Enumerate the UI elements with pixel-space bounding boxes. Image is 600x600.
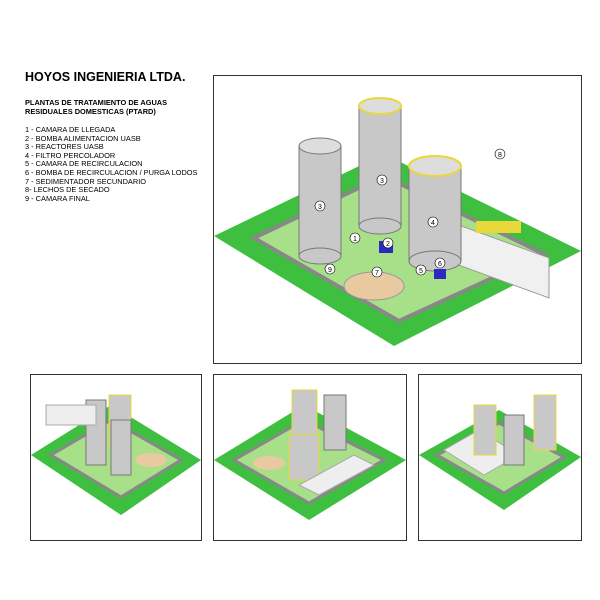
label-9: 9 [324, 263, 336, 275]
legend-item: 8- LECHOS DE SECADO [25, 185, 110, 195]
main-3d-view: 1 2 3 3 4 5 6 7 8 9 [213, 75, 582, 364]
svg-text:1: 1 [353, 236, 357, 243]
label-5: 5 [415, 264, 427, 276]
subtitle-line-2: RESIDUALES DOMESTICAS (PTARD) [25, 107, 156, 116]
view-thumbnail-1 [30, 374, 202, 541]
svg-text:9: 9 [328, 267, 332, 274]
plant-rendering-main: 1 2 3 3 4 5 6 7 8 9 [214, 97, 581, 346]
legend-item: 2 - BOMBA ALIMENTACION UASB [25, 133, 141, 143]
legend-item: 9 - CAMARA FINAL [25, 193, 90, 203]
label-6: 6 [434, 257, 446, 269]
view-thumbnail-2 [213, 374, 407, 541]
legend-item: 5 - CAMARA DE RECIRCULACION [25, 159, 143, 169]
svg-text:3: 3 [380, 178, 384, 185]
legend-item: 1 - CAMARA DE LLEGADA [25, 125, 116, 134]
svg-text:6: 6 [438, 261, 442, 268]
legend-item: 4 - FILTRO PERCOLADOR [25, 150, 116, 160]
component-legend: 1 - CAMARA DE LLEGADA 2 - BOMBA ALIMENTA… [25, 125, 198, 203]
label-3b: 3 [376, 174, 388, 186]
svg-text:3: 3 [318, 204, 322, 211]
label-4: 4 [427, 216, 439, 228]
drying-bed [476, 221, 521, 233]
pump-6 [434, 269, 446, 279]
percolator-filter [408, 155, 462, 272]
label-3: 3 [314, 200, 326, 212]
svg-text:4: 4 [431, 220, 435, 227]
label-7: 7 [371, 266, 383, 278]
label-2: 2 [382, 237, 394, 249]
svg-text:5: 5 [419, 268, 423, 275]
svg-text:8: 8 [498, 152, 502, 159]
plant-subtitle: PLANTAS DE TRATAMIENTO DE AGUAS RESIDUAL… [25, 98, 167, 116]
company-title: HOYOS INGENIERIA LTDA. [25, 70, 186, 84]
legend-item: 7 - SEDIMENTADOR SECUNDARIO [25, 176, 146, 186]
label-1: 1 [349, 232, 361, 244]
legend-item: 3 - REACTORES UASB [25, 142, 104, 152]
view-thumbnail-3 [418, 374, 582, 541]
svg-text:2: 2 [386, 241, 390, 248]
uasb-reactor [358, 97, 402, 235]
uasb-reactor [298, 137, 342, 265]
legend-item: 6 - BOMBA DE RECIRCULACION / PURGA LODOS [25, 167, 198, 177]
subtitle-line-1: PLANTAS DE TRATAMIENTO DE AGUAS [25, 98, 168, 107]
svg-text:7: 7 [375, 270, 379, 277]
label-8: 8 [494, 148, 506, 160]
